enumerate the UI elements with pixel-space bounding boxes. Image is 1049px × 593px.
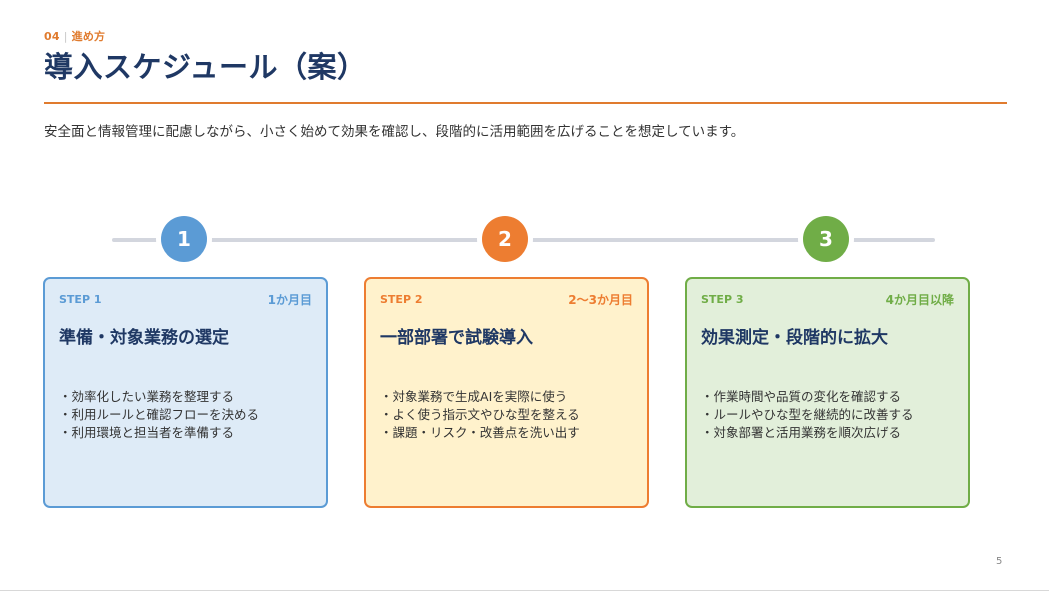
title-divider xyxy=(44,102,1007,104)
page-title: 導入スケジュール（案） xyxy=(44,50,367,84)
step-title: 準備・対象業務の選定 xyxy=(59,328,229,348)
step-period: 4か月目以降 xyxy=(885,293,954,307)
step-period: 2〜3か月目 xyxy=(568,293,633,307)
list-item: 利用環境と担当者を準備する xyxy=(59,424,259,442)
lead-text: 安全面と情報管理に配慮しながら、小さく始めて効果を確認し、段階的に活用範囲を広げ… xyxy=(44,124,745,140)
step-title: 一部部署で試験導入 xyxy=(380,328,533,348)
section-number: 04 xyxy=(44,30,60,43)
step-1-marker: 1 xyxy=(161,216,207,262)
section-label: 04|進め方 xyxy=(44,28,105,44)
list-item: 対象部署と活用業務を順次広げる xyxy=(701,424,914,442)
list-item: 効率化したい業務を整理する xyxy=(59,388,259,406)
section-separator: | xyxy=(63,30,68,43)
list-item: 利用ルールと確認フローを決める xyxy=(59,406,260,424)
step-2-card: STEP 2 2〜3か月目 一部部署で試験導入 対象業務で生成AIを実際に使う … xyxy=(364,277,649,508)
section-name: 進め方 xyxy=(71,30,106,43)
step-title: 効果測定・段階的に拡大 xyxy=(701,328,888,348)
list-item: 作業時間や品質の変化を確認する xyxy=(701,388,914,406)
step-period: 1か月目 xyxy=(267,293,312,307)
step-task-list: 効率化したい業務を整理する 利用ルールと確認フローを決める 利用環境と担当者を準… xyxy=(59,388,260,442)
page-number: 5 xyxy=(996,556,1003,567)
list-item: 対象業務で生成AIを実際に使う xyxy=(380,388,580,406)
step-2-marker: 2 xyxy=(482,216,528,262)
step-1-card: STEP 1 1か月目 準備・対象業務の選定 効率化したい業務を整理する 利用ル… xyxy=(43,277,328,508)
step-3-marker: 3 xyxy=(803,216,849,262)
step-label: STEP 1 xyxy=(59,293,102,306)
list-item: ルールやひな型を継続的に改善する xyxy=(701,406,914,424)
footer-divider xyxy=(0,590,1049,591)
step-label: STEP 3 xyxy=(701,293,744,306)
list-item: 課題・リスク・改善点を洗い出す xyxy=(380,424,580,442)
step-3-card: STEP 3 4か月目以降 効果測定・段階的に拡大 作業時間や品質の変化を確認す… xyxy=(685,277,970,508)
step-task-list: 対象業務で生成AIを実際に使う よく使う指示文やひな型を整える 課題・リスク・改… xyxy=(380,388,580,442)
step-task-list: 作業時間や品質の変化を確認する ルールやひな型を継続的に改善する 対象部署と活用… xyxy=(701,388,914,442)
list-item: よく使う指示文やひな型を整える xyxy=(380,406,580,424)
step-label: STEP 2 xyxy=(380,293,423,306)
